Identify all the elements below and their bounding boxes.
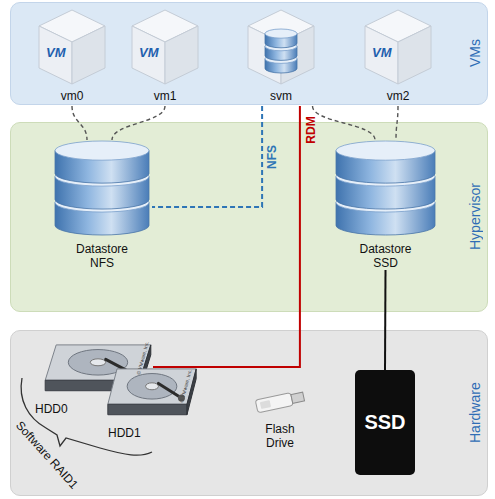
- ds-name: Datastore NFS: [70, 242, 134, 270]
- vm-mark: VM: [46, 46, 66, 60]
- flash-body: [255, 393, 293, 413]
- connector: [153, 106, 300, 367]
- cube-face: [72, 26, 105, 84]
- disk-arm: [158, 383, 181, 398]
- datastore: Datastore SSD: [333, 140, 438, 270]
- layer-band: VM vm0 VM vm1 svm VM vm2 VMs: [10, 2, 488, 105]
- band-label: VMs: [466, 3, 484, 104]
- connector: [313, 106, 376, 140]
- datastore-stack: [333, 140, 438, 238]
- hard-disk-image: [106, 366, 198, 424]
- flash-detail: [260, 400, 271, 409]
- disk-pivot: [178, 394, 185, 401]
- connector: [112, 106, 165, 140]
- band-label: Hardware: [466, 331, 484, 495]
- disk-hub: [90, 359, 105, 366]
- cube-face: [365, 26, 398, 84]
- disk-top: [55, 141, 149, 160]
- ssd-device: SSD: [355, 370, 415, 475]
- vm-node: VM vm2: [363, 8, 433, 106]
- storage-vm-node: svm: [246, 8, 316, 106]
- flash-drive: Flash Drive: [250, 384, 310, 456]
- disk-platter: [127, 374, 177, 400]
- flash-drive-image: [250, 384, 310, 418]
- vm-node: VM vm0: [37, 8, 107, 106]
- hard-disk: HDD1: [100, 366, 198, 444]
- connector: [72, 106, 87, 140]
- datastore: Datastore NFS: [52, 140, 152, 270]
- vm-mark: VM: [372, 46, 392, 60]
- cube-face: [165, 26, 198, 84]
- connector: [384, 270, 387, 370]
- vm-name: svm: [246, 88, 316, 104]
- hdd-name: HDD1: [108, 426, 141, 440]
- disk-plate: [108, 369, 196, 404]
- flash-name: Flash Drive: [258, 422, 302, 450]
- disk-body: [108, 404, 187, 414]
- datastore-stack: [52, 140, 152, 238]
- layer-band: HDD0HDD1 Flash Drive SSD Hardware: [10, 330, 488, 496]
- cube-face: [398, 26, 431, 84]
- ds-name: Datastore SSD: [354, 242, 418, 270]
- connector: [152, 106, 262, 207]
- connector: [396, 106, 398, 140]
- raid-bracket: [21, 378, 152, 455]
- disk-body: [187, 369, 196, 415]
- vm-name: vm0: [37, 88, 107, 104]
- band-label: Hypervisor: [466, 123, 484, 311]
- disk-top: [336, 141, 435, 160]
- vm-node: VM vm1: [130, 8, 200, 106]
- vm-name: vm1: [130, 88, 200, 104]
- cube-face: [132, 26, 165, 84]
- vm-name: vm2: [363, 88, 433, 104]
- layer-band: Datastore NFS Datastore SSD Hypervisor: [10, 122, 488, 312]
- ssd-name: SSD: [355, 410, 415, 434]
- disk-top: [265, 29, 297, 38]
- cube-face: [39, 26, 72, 84]
- disk-hub: [146, 383, 159, 390]
- vm-cube: [246, 8, 316, 86]
- flash-plug: [291, 392, 305, 403]
- hdd-name: HDD0: [35, 402, 68, 416]
- vm-mark: VM: [139, 46, 159, 60]
